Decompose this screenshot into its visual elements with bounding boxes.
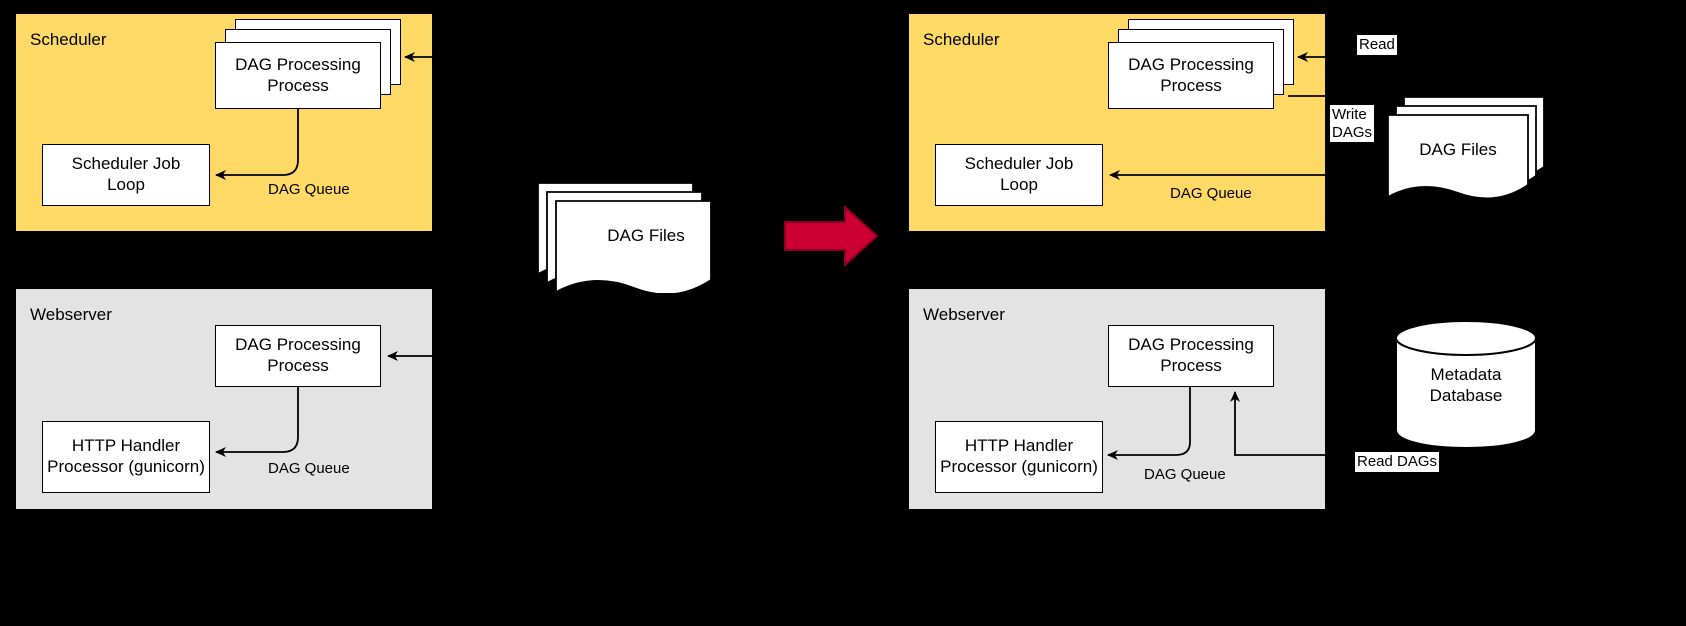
doc-sheet-front: [1387, 114, 1529, 200]
left-webserver-dag-processing-process[interactable]: DAG Processing Process: [215, 325, 381, 387]
right-scheduler-dpp-line2: Process: [1160, 75, 1222, 95]
right-scheduler-job-loop-line2: Loop: [1000, 175, 1038, 194]
right-webserver-dag-processing-process[interactable]: DAG Processing Process: [1108, 325, 1274, 387]
right-dag-files-label: DAG Files: [1419, 140, 1497, 159]
metadata-database-label: Metadata Database: [1393, 365, 1539, 406]
left-scheduler-dpp-line1: DAG Processing: [235, 54, 361, 74]
right-write-dags-line1: Write: [1332, 106, 1367, 123]
right-scheduler-dpp-line1: DAG Processing: [1128, 54, 1254, 74]
right-scheduler-title: Scheduler: [923, 30, 1000, 49]
center-dag-files-svg: [537, 182, 712, 296]
left-scheduler-dpp-line2: Process: [267, 75, 329, 95]
metadata-db-line1: Metadata: [1430, 365, 1502, 384]
right-write-dags-label: Write DAGs: [1330, 105, 1375, 143]
left-webserver-http-line2: Processor (gunicorn): [47, 457, 205, 476]
left-scheduler-dag-processing-process[interactable]: DAG Processing Process: [215, 42, 381, 109]
right-webserver-dag-queue-label: DAG Queue: [1144, 466, 1226, 483]
right-scheduler-job-loop[interactable]: Scheduler Job Loop: [935, 144, 1103, 206]
left-webserver-http-line1: HTTP Handler: [71, 436, 181, 456]
left-webserver-dpp-line1: DAG Processing: [235, 335, 361, 355]
right-dag-files-svg: [1387, 96, 1545, 200]
right-webserver-http-handler[interactable]: HTTP Handler Processor (gunicorn): [935, 421, 1103, 493]
right-arrow-icon: [784, 204, 879, 268]
left-scheduler-job-loop[interactable]: Scheduler Job Loop: [42, 144, 210, 206]
right-webserver-title: Webserver: [923, 305, 1005, 324]
right-scheduler-dag-processing-process[interactable]: DAG Processing Process: [1108, 42, 1274, 109]
left-webserver-http-handler[interactable]: HTTP Handler Processor (gunicorn): [42, 421, 210, 493]
right-webserver-dpp-line2: Process: [1160, 356, 1222, 375]
right-read-label: Read: [1357, 35, 1397, 55]
left-scheduler-job-loop-line2: Loop: [107, 175, 145, 194]
left-webserver-dpp-line2: Process: [267, 356, 329, 375]
right-scheduler-dag-queue-label: DAG Queue: [1170, 185, 1252, 202]
right-dag-files-doc[interactable]: DAG Files: [1386, 95, 1546, 211]
left-scheduler-job-loop-line1: Scheduler Job: [71, 154, 181, 174]
right-write-dags-line2: DAGs: [1332, 123, 1373, 141]
left-scheduler-title: Scheduler: [30, 30, 107, 49]
right-webserver-http-line2: Processor (gunicorn): [940, 457, 1098, 476]
doc-sheet-front: [555, 200, 712, 296]
right-webserver-http-line1: HTTP Handler: [964, 436, 1074, 456]
left-webserver-dag-queue-label: DAG Queue: [268, 460, 350, 477]
right-webserver-dpp-line1: DAG Processing: [1128, 335, 1254, 355]
right-scheduler-job-loop-line1: Scheduler Job: [964, 154, 1074, 174]
center-dag-files-label: DAG Files: [607, 226, 685, 245]
left-scheduler-dag-queue-label: DAG Queue: [268, 181, 350, 198]
transition-right-arrow: [783, 204, 879, 268]
left-webserver-title: Webserver: [30, 305, 112, 324]
metadata-db-line2: Database: [1429, 385, 1503, 405]
metadata-database-cylinder[interactable]: Metadata Database: [1393, 318, 1539, 450]
center-dag-files-doc[interactable]: DAG Files: [533, 178, 713, 296]
right-read-dags-label: Read DAGs: [1355, 452, 1440, 472]
